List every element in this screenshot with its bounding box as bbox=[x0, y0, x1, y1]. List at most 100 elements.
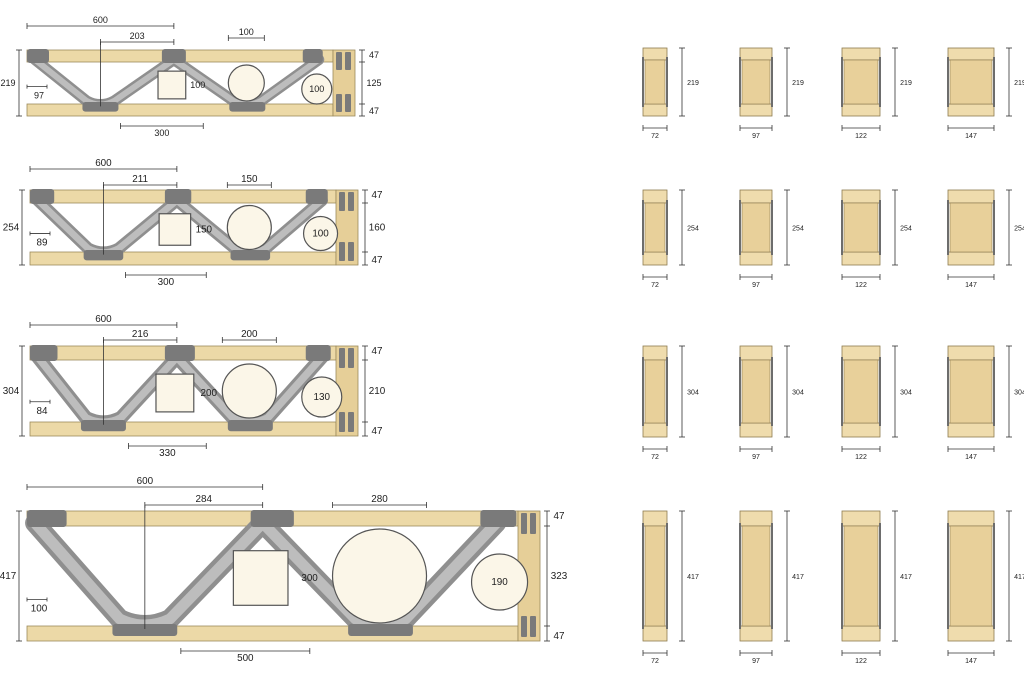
section-height-label: 304 bbox=[900, 390, 912, 397]
nail-plate bbox=[82, 102, 119, 112]
round-opening-large bbox=[331, 528, 428, 624]
nail-plate bbox=[164, 345, 195, 361]
section-web bbox=[644, 202, 666, 253]
dimension-label: 100 bbox=[31, 603, 48, 614]
section-steel-right bbox=[879, 523, 881, 629]
section-bottom-flange bbox=[841, 251, 881, 266]
dimension-label: 47 bbox=[372, 346, 383, 357]
section-steel-right bbox=[771, 357, 773, 426]
section-steel-left bbox=[642, 57, 644, 107]
bottom-chord bbox=[26, 103, 334, 117]
section-steel-left bbox=[739, 200, 741, 255]
section-bottom-flange bbox=[642, 625, 668, 642]
end-plate bbox=[348, 412, 354, 432]
section-bottom-flange bbox=[841, 422, 881, 438]
dimension-label: 304 bbox=[3, 386, 20, 397]
section-steel-right bbox=[666, 57, 668, 107]
section-width-label: 122 bbox=[855, 133, 867, 140]
nail-plate bbox=[305, 189, 328, 204]
section-bottom-flange bbox=[642, 251, 668, 266]
section-height-label: 219 bbox=[792, 80, 804, 87]
section-bottom-flange bbox=[642, 103, 668, 117]
dimension-label: 47 bbox=[554, 511, 565, 522]
dimension-label: 150 bbox=[241, 174, 258, 185]
end-plate bbox=[348, 242, 354, 261]
dimension-label: 130 bbox=[314, 392, 331, 403]
section-steel-left bbox=[947, 200, 949, 255]
section-top-flange bbox=[947, 189, 995, 204]
section-width-label: 72 bbox=[651, 658, 659, 665]
section-height-label: 254 bbox=[1014, 226, 1024, 233]
end-plate bbox=[345, 52, 351, 70]
dimension-label: 47 bbox=[372, 255, 383, 266]
section-steel-left bbox=[642, 357, 644, 426]
section-width-label: 97 bbox=[752, 658, 760, 665]
section-web bbox=[843, 202, 879, 253]
square-opening bbox=[157, 70, 187, 100]
section-height-label: 417 bbox=[900, 574, 912, 581]
section-web bbox=[843, 359, 879, 424]
section-top-flange bbox=[841, 510, 881, 527]
section-254x122: 254 122 bbox=[841, 189, 912, 289]
dimension-label: 284 bbox=[196, 494, 213, 505]
section-steel-right bbox=[771, 523, 773, 629]
section-top-flange bbox=[947, 47, 995, 61]
section-steel-left bbox=[841, 523, 843, 629]
dimension-label: 150 bbox=[196, 225, 213, 236]
dimension-label: 219 bbox=[0, 78, 15, 88]
dimension-label: 330 bbox=[159, 448, 176, 459]
section-bottom-flange bbox=[739, 103, 773, 117]
section-steel-right bbox=[666, 523, 668, 629]
nail-plate bbox=[80, 420, 126, 432]
section-height-label: 417 bbox=[687, 574, 699, 581]
bottom-chord bbox=[26, 625, 519, 642]
nail-plate bbox=[229, 102, 266, 112]
dimension-label: 47 bbox=[372, 426, 383, 437]
nail-plate bbox=[305, 345, 331, 361]
dimension-label: 47 bbox=[372, 190, 383, 201]
section-steel-left bbox=[642, 200, 644, 255]
dimension-label: 100 bbox=[312, 229, 329, 240]
round-opening-large bbox=[226, 204, 272, 251]
section-web bbox=[644, 525, 666, 627]
section-height-label: 254 bbox=[687, 226, 699, 233]
section-top-flange bbox=[642, 47, 668, 61]
section-width-label: 147 bbox=[965, 282, 977, 289]
section-bottom-flange bbox=[947, 422, 995, 438]
dimension-label: 210 bbox=[369, 386, 386, 397]
dimension-label: 100 bbox=[190, 80, 205, 90]
nail-plate bbox=[83, 250, 124, 261]
section-height-label: 254 bbox=[900, 226, 912, 233]
end-plate bbox=[530, 616, 536, 637]
end-plate bbox=[348, 192, 354, 211]
section-height-label: 417 bbox=[1014, 574, 1024, 581]
end-plate bbox=[530, 513, 536, 534]
dimension-label: 100 bbox=[309, 84, 324, 94]
section-width-label: 122 bbox=[855, 282, 867, 289]
section-bottom-flange bbox=[739, 422, 773, 438]
section-height-label: 304 bbox=[1014, 390, 1024, 397]
section-web bbox=[949, 525, 993, 627]
section-steel-left bbox=[739, 523, 741, 629]
nail-plate bbox=[348, 624, 413, 636]
end-plate bbox=[339, 242, 345, 261]
dimension-label: 280 bbox=[371, 494, 388, 505]
dimension-label: 160 bbox=[369, 223, 386, 234]
dimension-label: 84 bbox=[37, 406, 48, 417]
section-web bbox=[843, 59, 879, 105]
section-width-label: 97 bbox=[752, 454, 760, 461]
section-steel-left bbox=[841, 200, 843, 255]
